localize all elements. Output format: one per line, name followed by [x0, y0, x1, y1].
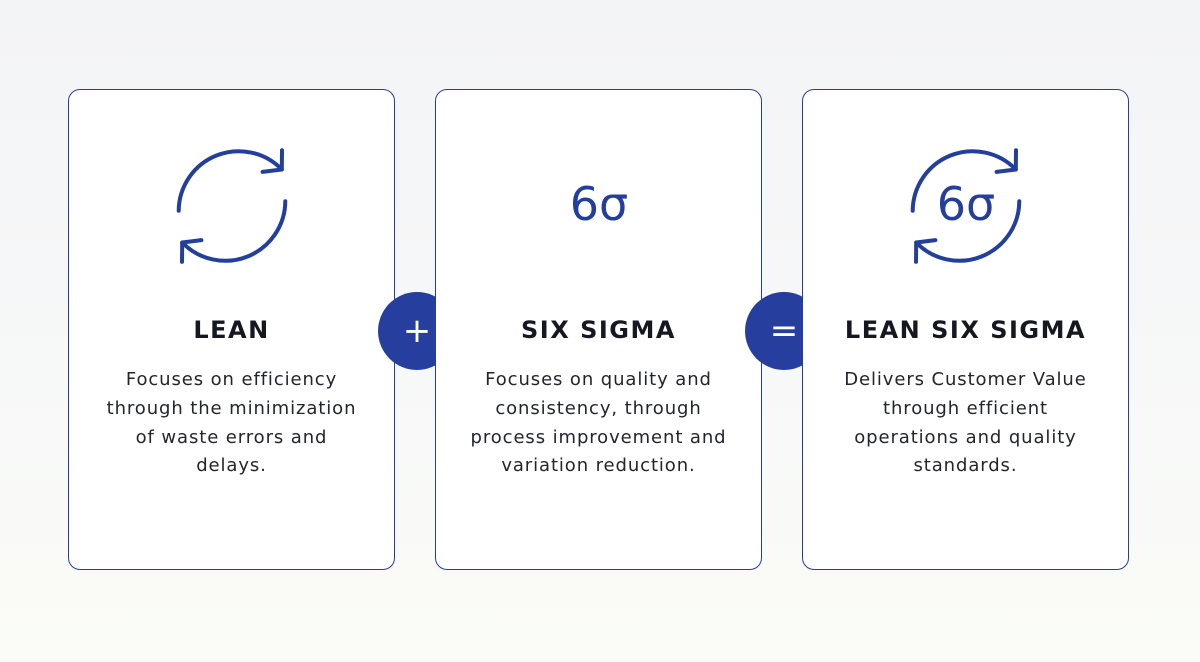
- six-sigma-title: SIX SIGMA: [521, 316, 676, 344]
- six-sigma-glyph: 6σ: [936, 177, 994, 231]
- cycle-arrows-icon: [910, 148, 1021, 264]
- lean-description: Focuses on efficiency through the minimi…: [106, 369, 357, 477]
- cycle-arrows-icon: [69, 136, 394, 276]
- lean-six-sigma-icon: 6σ: [803, 136, 1128, 276]
- six-sigma-glyph: 6σ: [569, 177, 627, 231]
- six-sigma-icon: 6σ: [436, 136, 761, 276]
- lean-six-sigma-card: 6σ LEAN SIX SIGMA Delivers Customer Valu…: [802, 89, 1129, 570]
- lean-six-sigma-description: Delivers Customer Value through efficien…: [844, 369, 1087, 477]
- six-sigma-card: 6σ SIX SIGMA Focuses on quality and cons…: [435, 89, 762, 570]
- six-sigma-description: Focuses on quality and consistency, thro…: [470, 369, 727, 477]
- lean-title: LEAN: [193, 316, 270, 344]
- lean-six-sigma-title: LEAN SIX SIGMA: [844, 316, 1087, 344]
- lean-card: LEAN Focuses on efficiency through the m…: [68, 89, 395, 570]
